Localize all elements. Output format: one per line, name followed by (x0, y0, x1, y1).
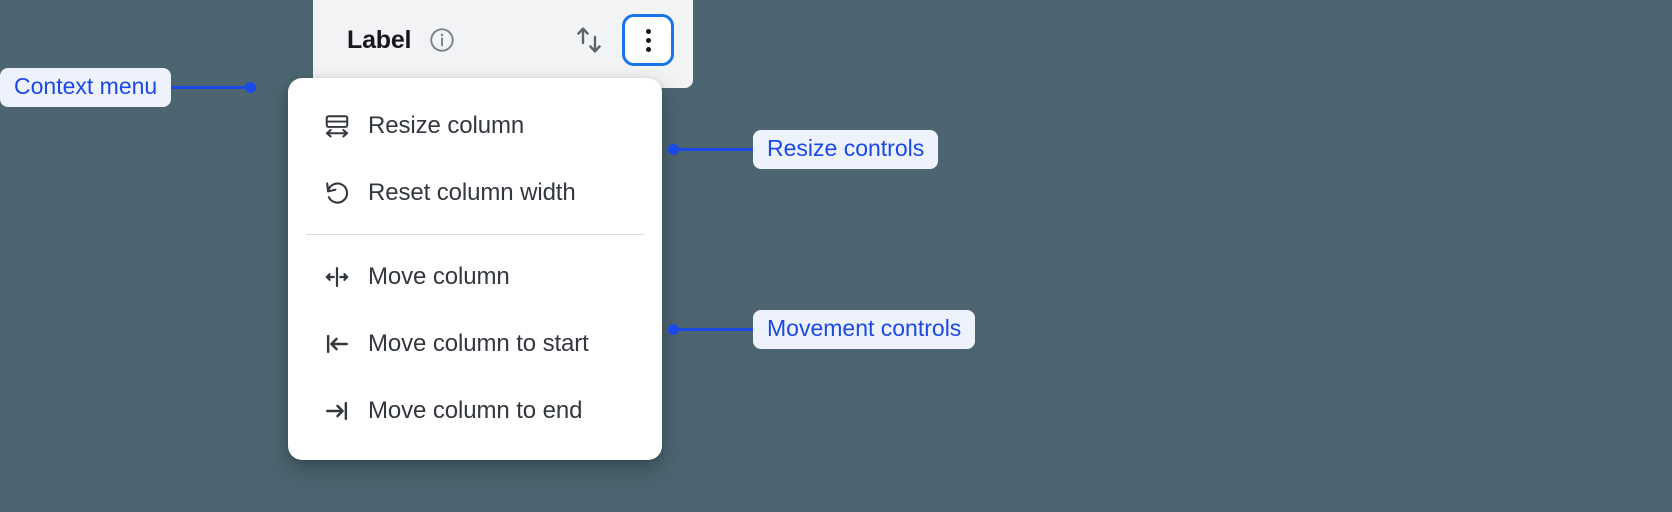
column-header-card: Label (313, 0, 693, 88)
annotation-leader-line (679, 328, 753, 331)
sort-arrows-icon[interactable] (569, 20, 609, 60)
move-to-start-icon (322, 329, 352, 359)
annotation-context-menu: Context menu (0, 68, 257, 107)
more-vertical-icon (645, 28, 651, 52)
menu-item-resize-column[interactable]: Resize column (288, 92, 662, 159)
annotation-movement-controls: Movement controls (668, 310, 976, 349)
annotation-label: Resize controls (753, 130, 939, 169)
menu-separator (306, 234, 644, 235)
more-options-button[interactable] (625, 17, 671, 63)
reset-rotate-icon (322, 178, 352, 208)
annotation-endpoint-dot (668, 324, 679, 335)
move-column-icon (322, 262, 352, 292)
page-title: Label (347, 25, 412, 54)
move-to-end-icon (322, 396, 352, 426)
menu-item-label: Reset column width (368, 178, 576, 206)
menu-item-move-column-to-end[interactable]: Move column to end (288, 377, 662, 444)
annotation-endpoint-dot (668, 144, 679, 155)
info-circle-icon[interactable] (428, 26, 456, 54)
annotation-leader-line (679, 148, 753, 151)
menu-item-label: Move column to start (368, 329, 589, 357)
menu-item-label: Move column to end (368, 396, 583, 424)
annotation-label: Context menu (0, 68, 172, 107)
annotation-endpoint-dot (245, 82, 257, 93)
annotation-label: Movement controls (753, 310, 976, 349)
menu-item-move-column-to-start[interactable]: Move column to start (288, 310, 662, 377)
annotation-resize-controls: Resize controls (668, 130, 939, 169)
menu-item-reset-column-width[interactable]: Reset column width (288, 159, 662, 226)
resize-column-icon (322, 111, 352, 141)
menu-item-move-column[interactable]: Move column (288, 243, 662, 310)
menu-item-label: Move column (368, 262, 510, 290)
context-menu: Resize column Reset column width Move co… (288, 78, 662, 460)
annotation-leader-line (171, 86, 246, 89)
menu-item-label: Resize column (368, 111, 525, 139)
